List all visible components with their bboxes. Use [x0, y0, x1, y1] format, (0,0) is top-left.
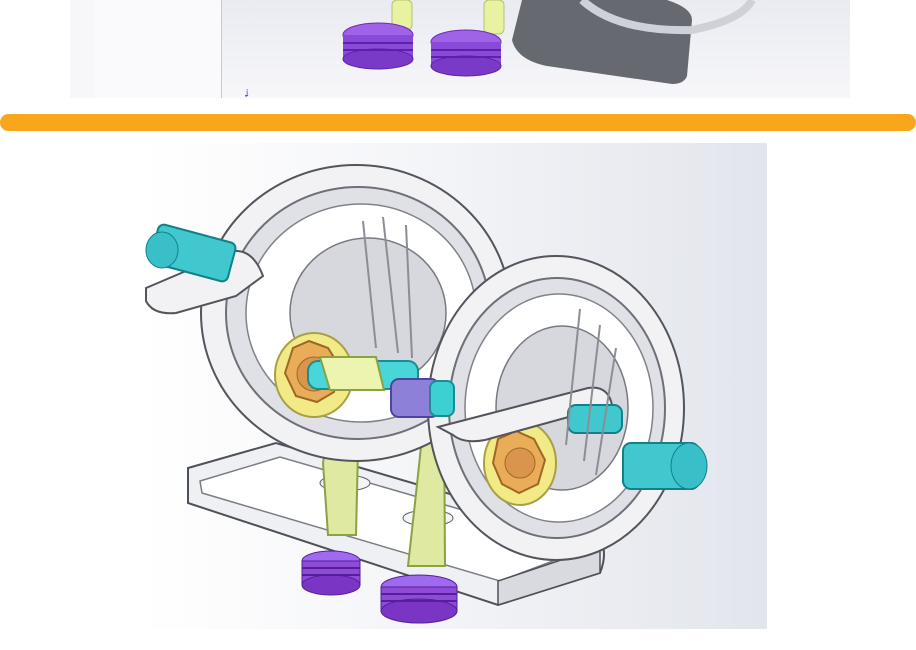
right-rotor-gear — [483, 420, 557, 506]
bearing-cage-lines — [362, 216, 617, 476]
previous-cad-screenshot: ʝ — [70, 0, 850, 98]
piston-front-right — [380, 574, 458, 624]
left-arm-bracket — [145, 249, 265, 315]
feature-tree-panel — [94, 0, 222, 98]
center-shaft — [307, 356, 455, 418]
top-assembly-preview — [342, 0, 756, 84]
cad-viewport-top — [222, 0, 850, 98]
cap-left — [145, 223, 237, 283]
connecting-rod-right — [483, 0, 505, 35]
left-toolbar-strip — [70, 0, 95, 98]
ring-shape — [579, 0, 756, 35]
engine-assembly-illustration — [145, 164, 708, 624]
tiny-viewport-mark: ʝ — [246, 88, 249, 97]
right-arm-bracket — [435, 386, 614, 443]
base-plate — [187, 441, 605, 607]
piston-right — [430, 29, 502, 77]
piston-front-left — [301, 550, 361, 596]
base-plate-shape — [512, 0, 692, 84]
orange-divider-bar — [0, 114, 916, 131]
cap-right — [567, 404, 708, 490]
piston-left — [342, 22, 414, 70]
engine-assembly-render — [138, 143, 767, 629]
